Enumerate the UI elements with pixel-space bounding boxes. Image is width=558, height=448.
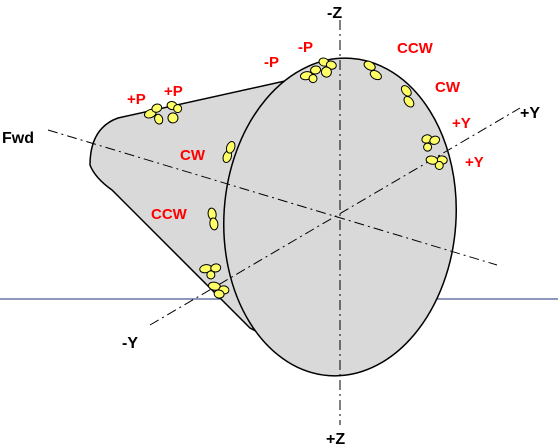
label-cw-left: CW bbox=[180, 147, 206, 164]
thruster-nozzle-icon bbox=[318, 57, 337, 78]
label-minus-p-2: -P bbox=[298, 39, 313, 56]
thruster-nozzle-icon bbox=[207, 281, 230, 299]
axis-label-plus-y: +Y bbox=[520, 105, 540, 122]
fwd-axis-line bbox=[47, 129, 498, 266]
thruster-nozzle-icon bbox=[143, 103, 164, 125]
thrusters bbox=[143, 57, 448, 299]
thruster-nozzle-icon bbox=[222, 140, 236, 164]
axis-label-plus-z: +Z bbox=[326, 431, 345, 448]
base-ellipse bbox=[223, 57, 457, 377]
label-ccw-top: CCW bbox=[397, 40, 434, 57]
axis-label-minus-y: -Y bbox=[122, 335, 138, 352]
label-cw-top: CW bbox=[435, 79, 461, 96]
thruster-nozzle-icon bbox=[425, 155, 448, 170]
thruster-labels: +P +P -P -P CCW CW +Y +Y CW CCW bbox=[127, 39, 484, 223]
thruster-nozzle-icon bbox=[207, 207, 219, 231]
thruster-nozzle-icon bbox=[421, 134, 441, 152]
axis-label-fwd: Fwd bbox=[2, 130, 34, 147]
axis-lines bbox=[47, 20, 521, 425]
label-plus-p-2: +P bbox=[164, 83, 183, 100]
thruster-nozzle-icon bbox=[400, 85, 415, 108]
label-minus-p-1: -P bbox=[264, 54, 279, 71]
thruster-nozzle-icon bbox=[363, 60, 382, 81]
axis-label-minus-z: -Z bbox=[327, 5, 342, 22]
label-plus-p-1: +P bbox=[127, 91, 146, 108]
thruster-nozzle-icon bbox=[299, 65, 322, 84]
label-plus-y-1: +Y bbox=[452, 115, 471, 132]
thruster-nozzle-icon bbox=[166, 101, 183, 124]
thruster-nozzle-icon bbox=[199, 263, 222, 280]
y-axis-line bbox=[149, 107, 521, 326]
label-ccw-left: CCW bbox=[151, 206, 188, 223]
label-plus-y-2: +Y bbox=[465, 154, 484, 171]
